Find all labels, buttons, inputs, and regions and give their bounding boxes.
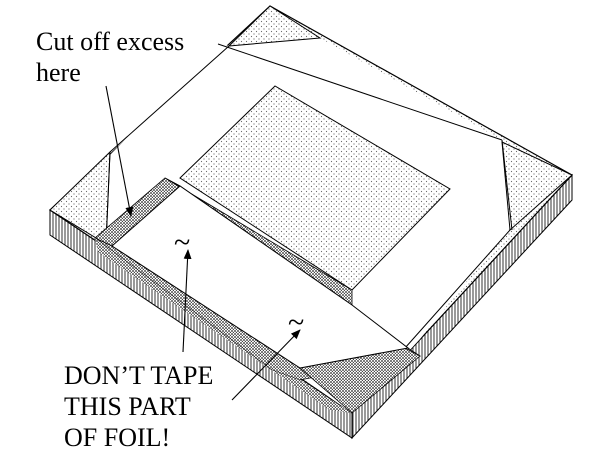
fold-line-bottom (404, 229, 511, 349)
dont-tape-line-3: OF FOIL! (64, 423, 171, 452)
dont-tape-leader-arrow-1 (182, 249, 192, 353)
tilde-mark-2: ~ (288, 306, 305, 339)
cut-leader-arrow (105, 85, 134, 217)
fold-line-right (501, 139, 513, 231)
foil-untaped-area (111, 185, 410, 369)
dont-tape-foil-label: DON’T TAPE THIS PART OF FOIL! (64, 360, 213, 453)
dont-tape-leader-arrow-2 (231, 329, 301, 401)
dont-tape-line-1: DON’T TAPE (64, 361, 214, 390)
dont-tape-line-2: THIS PART (64, 392, 191, 421)
corner-fold-top (227, 5, 322, 47)
cut-off-excess-label: Cut off excess here (36, 26, 184, 88)
fold-line-left (109, 45, 230, 153)
fold-line-top (217, 43, 503, 141)
tilde-mark-1: ~ (174, 226, 191, 259)
cut-label-line-2: here (36, 58, 81, 87)
corner-fold-right (501, 141, 573, 232)
foil-stippled-area (179, 85, 451, 291)
cut-label-line-1: Cut off excess (36, 27, 185, 56)
